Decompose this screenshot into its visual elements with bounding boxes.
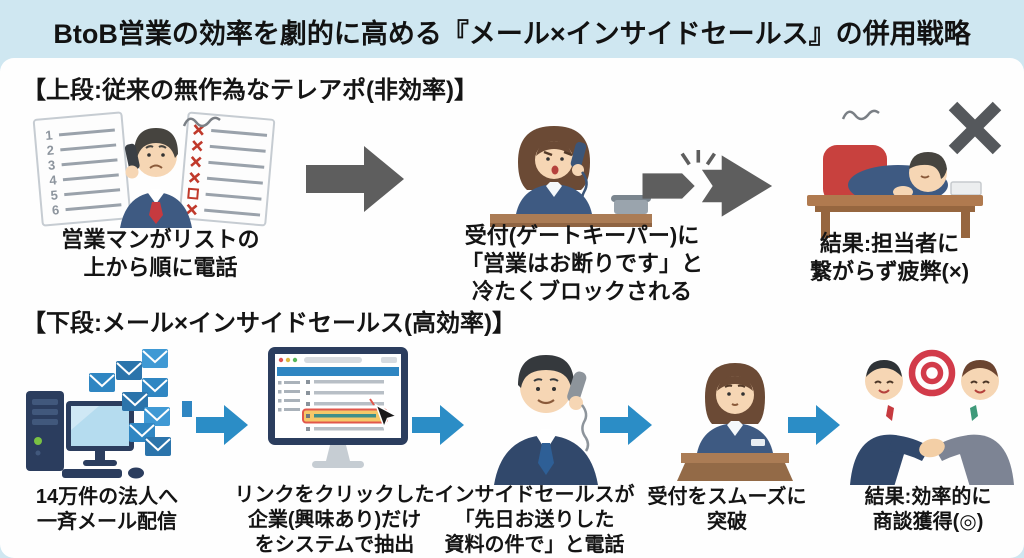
list-number: 3 xyxy=(47,157,56,173)
phone-cord xyxy=(580,404,590,452)
top-section-heading: 【上段:従来の無作為なテレアポ(非効率)】 xyxy=(22,77,478,104)
businessman-left xyxy=(850,360,930,485)
click-extraction-screen-illustration xyxy=(250,345,425,485)
cursor-icon xyxy=(369,398,399,430)
step-caption: リンクをクリックした 企業(興味あり)だけ をシステムで抽出 xyxy=(234,484,435,556)
broken-gray-right-arrow-icon xyxy=(634,150,786,222)
stress-squiggle-icon xyxy=(182,116,221,128)
list-number: 4 xyxy=(49,172,58,188)
fatigue-squiggle-icon xyxy=(841,109,880,121)
reception-counter xyxy=(677,453,793,481)
blue-right-arrow-icon xyxy=(412,402,466,448)
step-caption: 受付(ゲートキーパー)に 「営業はお断りです」と 冷たくブロックされる xyxy=(460,223,703,304)
monitor-with-list xyxy=(268,347,408,445)
phone-handset-icon xyxy=(567,371,587,403)
step-caption: 結果:効率的に 商談獲得(◎) xyxy=(864,486,992,533)
list-number: 6 xyxy=(51,202,60,218)
desktop-computer xyxy=(26,391,144,479)
blue-right-arrow-icon xyxy=(788,402,842,448)
double-circle-success-icon xyxy=(908,349,956,397)
sidebar-items xyxy=(278,381,300,412)
monitor-stand xyxy=(312,445,364,468)
businessman-right xyxy=(934,360,1014,485)
angry-receptionist xyxy=(516,126,592,214)
list-number: 5 xyxy=(50,187,59,203)
content-card: 【上段:従来の無作為なテレアポ(非効率)】 1 2 3 4 5 6 xyxy=(0,58,1024,558)
numbered-list-paper: 1 2 3 4 5 6 xyxy=(32,111,132,227)
title-band: BtoB営業の効率を劇的に高める『メール×インサイドセールス』の併用戦略 xyxy=(0,0,1024,62)
phone-handset-icon xyxy=(124,143,140,171)
handshake-deal-illustration xyxy=(842,345,1022,485)
exhausted-salesman-illustration xyxy=(793,103,993,238)
office-desk xyxy=(807,181,983,238)
page-title: BtoB営業の効率を劇的に高める『メール×インサイドセールス』の併用戦略 xyxy=(53,18,971,49)
reception-desk xyxy=(490,195,652,227)
list-number: 2 xyxy=(46,142,55,158)
solid-gray-right-arrow-icon xyxy=(306,140,406,218)
list-number: 1 xyxy=(45,127,54,143)
bulk-email-computer-illustration xyxy=(14,345,192,485)
handshake-hands xyxy=(919,438,945,458)
step-caption: 受付をスムーズに 突破 xyxy=(647,486,807,533)
desk-phone-icon xyxy=(950,181,982,196)
email-envelope-icons xyxy=(89,349,192,456)
failure-x-icon xyxy=(945,98,1005,158)
step-caption: 営業マンがリストの 上から順に電話 xyxy=(61,227,260,280)
receptionist-gatekeeper-illustration xyxy=(438,110,663,230)
rejected-list-paper xyxy=(178,111,276,227)
inside-sales-call-illustration xyxy=(466,345,626,485)
step-caption: 結果:担当者に 繋がらず疲弊(×) xyxy=(809,231,970,284)
blue-right-arrow-icon xyxy=(600,402,654,448)
blue-right-arrow-icon xyxy=(196,402,250,448)
step-caption: インサイドセールスが 「先日お送りした 資料の件で」と電話 xyxy=(434,484,635,556)
step-caption: 14万件の法人へ 一斉メール配信 xyxy=(35,486,179,533)
name-badge xyxy=(751,439,765,446)
inside-sales-rep xyxy=(494,355,598,485)
calm-receptionist xyxy=(697,363,773,453)
reception-pass-illustration xyxy=(655,345,815,485)
phone-handset-icon xyxy=(570,142,587,169)
highlighted-clicked-row xyxy=(302,408,388,424)
salesman-calling-from-list-illustration: 1 2 3 4 5 6 xyxy=(28,110,283,230)
worried-salesman xyxy=(120,116,221,228)
bottom-section-heading: 【下段:メール×インサイドセールス(高効率)】 xyxy=(22,310,516,337)
